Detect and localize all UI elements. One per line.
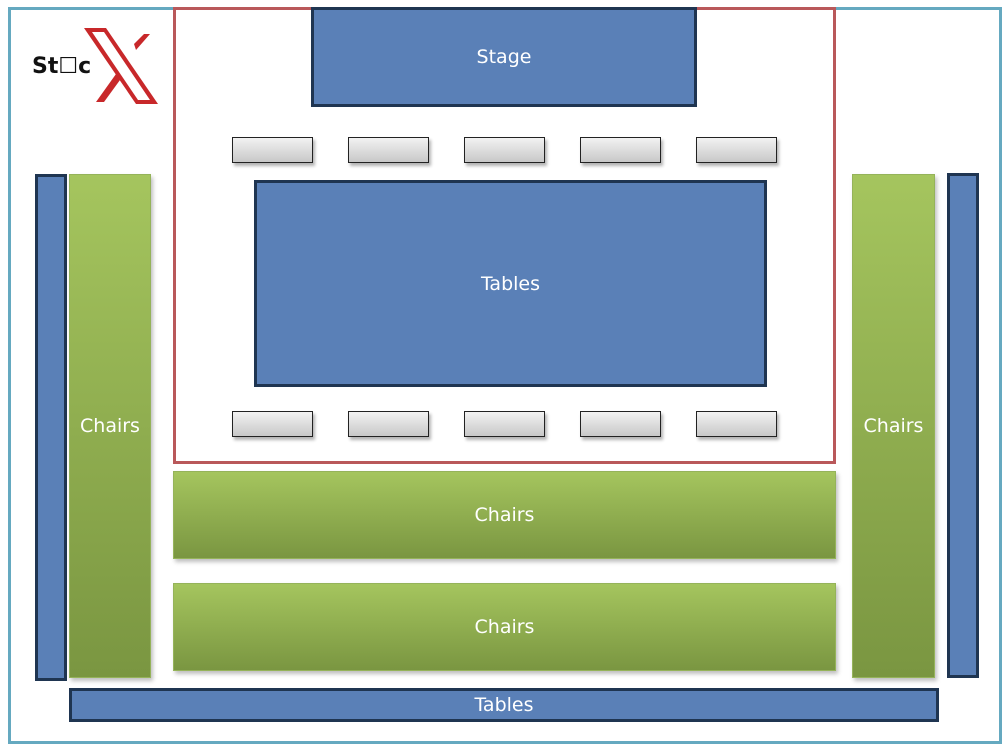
small-table[interactable] (348, 411, 429, 437)
center-tables-label: Tables (480, 272, 541, 295)
front-chairs-row-1-label: Chairs (474, 504, 535, 526)
small-table[interactable] (232, 137, 313, 163)
logo-text: St☐c (32, 54, 92, 79)
front-chairs-row-1[interactable]: Chairs (173, 471, 836, 559)
small-table[interactable] (348, 137, 429, 163)
small-table[interactable] (580, 411, 661, 437)
right-chairs-label: Chairs (863, 415, 924, 437)
small-table[interactable] (464, 411, 545, 437)
front-chairs-row-2[interactable]: Chairs (173, 583, 836, 671)
right-chairs[interactable]: Chairs (852, 174, 935, 678)
left-side-tables[interactable] (35, 174, 67, 681)
left-chairs-label: Chairs (80, 415, 140, 437)
logo: St☐c (32, 26, 162, 108)
small-table[interactable] (580, 137, 661, 163)
logo-x-icon (84, 28, 158, 104)
left-chairs[interactable]: Chairs (69, 174, 151, 678)
small-table[interactable] (696, 137, 777, 163)
small-table[interactable] (696, 411, 777, 437)
stage[interactable]: Stage (311, 7, 697, 107)
small-table[interactable] (464, 137, 545, 163)
bottom-tables-label: Tables (474, 694, 534, 716)
bottom-tables[interactable]: Tables (69, 688, 939, 722)
front-chairs-row-2-label: Chairs (474, 616, 535, 638)
stage-label: Stage (476, 46, 532, 68)
small-table[interactable] (232, 411, 313, 437)
center-tables[interactable]: Tables (254, 180, 767, 387)
right-side-tables[interactable] (947, 173, 979, 678)
